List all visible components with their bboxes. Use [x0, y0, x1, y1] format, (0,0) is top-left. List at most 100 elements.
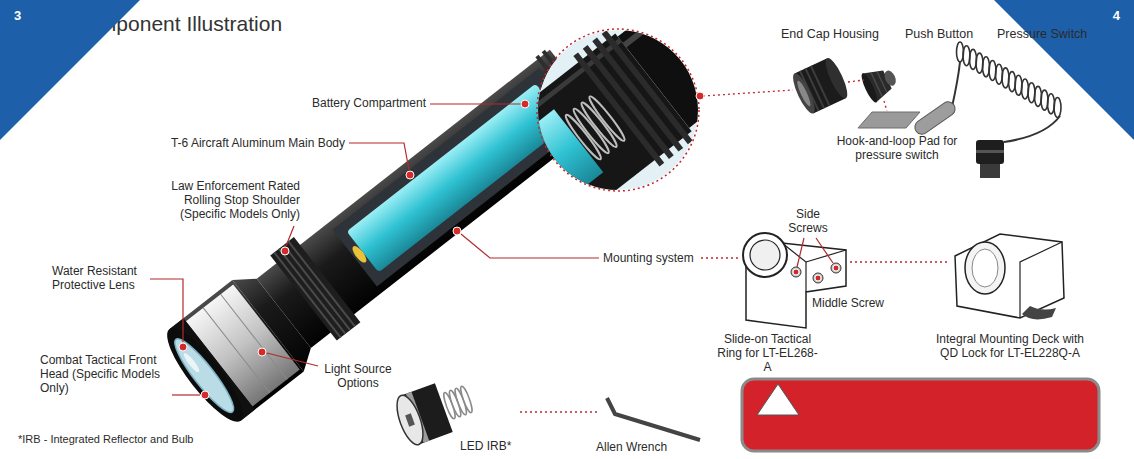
- part-label: Side Screws: [783, 207, 833, 235]
- part-label: Slide-on Tactical Ring for LT-EL268-A: [715, 332, 820, 374]
- callout-dot: [793, 269, 799, 275]
- leader-line: [286, 226, 294, 246]
- leader-line: [349, 143, 409, 170]
- callout-dot: [833, 265, 839, 271]
- middle-screw: [813, 273, 823, 283]
- leader-line: [150, 279, 183, 342]
- magnifier-outline: [537, 29, 699, 191]
- push-button-flange: [859, 72, 880, 104]
- part-label: Combat Tactical Front Head (Specific Mod…: [40, 353, 168, 395]
- leader-line: [172, 394, 200, 395]
- qd-lever: [1022, 306, 1056, 319]
- pressure-switch-pad: [912, 99, 958, 137]
- part-label: End Cap Housing: [781, 27, 896, 41]
- lens-glint: [182, 351, 202, 374]
- push-button-drawing: [859, 62, 902, 105]
- end-cap-housing-drawing: [789, 56, 851, 116]
- coiled-cable: [957, 42, 1062, 118]
- warning-box: [742, 379, 1099, 451]
- leader-line: [267, 353, 318, 366]
- deck-edge: [1020, 242, 1062, 318]
- switch-plug: [976, 140, 1004, 178]
- callout-dot: [258, 348, 266, 356]
- magnified-tail: [465, 0, 744, 251]
- page-number: 4: [994, 8, 1120, 23]
- page-number: 3: [14, 8, 140, 23]
- irb-spring: [459, 385, 474, 413]
- part-label: Mounting system: [603, 251, 703, 265]
- page-number-corner: 4: [994, 0, 1134, 140]
- part-label: Pressure Switch: [997, 27, 1097, 41]
- ring-collar: [743, 233, 787, 277]
- irb-led: [405, 413, 415, 426]
- deck-bore-inner: [972, 249, 998, 287]
- irb-lens: [392, 392, 429, 448]
- cap-highlight: [623, 6, 674, 48]
- leader-line: [816, 238, 833, 263]
- end-cap-opening: [795, 79, 812, 107]
- part-label: Light Source Options: [318, 362, 398, 390]
- dotted-link: [520, 411, 600, 412]
- mounting-deck-drawing: [955, 234, 1064, 319]
- hook-loop-pad: [858, 112, 920, 128]
- dotted-link: [703, 90, 793, 96]
- dotted-link: [848, 80, 864, 82]
- part-label: Hook-and-loop Pad for pressure switch: [822, 134, 972, 162]
- leader-line: [797, 238, 804, 267]
- warning-triangle: [757, 384, 799, 415]
- led-irb-drawing: [392, 374, 478, 448]
- dotted-link: [850, 261, 950, 262]
- part-label: LED IRB*: [460, 439, 530, 453]
- callout-dot: [815, 275, 821, 281]
- deck-body: [955, 234, 1064, 318]
- tail-cap: [618, 0, 737, 128]
- dotted-links: [520, 80, 950, 412]
- push-button-ridges: [871, 73, 882, 97]
- side-screw: [831, 263, 841, 273]
- battery-end: [483, 109, 603, 227]
- part-label: Battery Compartment: [296, 96, 426, 110]
- callout-dot: [201, 391, 209, 399]
- plug-tip: [980, 164, 1000, 178]
- page-number-corner: 3: [0, 0, 140, 140]
- end-cap-rim: [789, 71, 818, 116]
- plug-ring: [976, 150, 1004, 153]
- end-cap-threads: [811, 66, 830, 106]
- part-label: Middle Screw: [812, 296, 902, 310]
- callout-dot: [281, 247, 289, 255]
- push-button-ridges: [871, 70, 887, 96]
- side-screw: [791, 267, 801, 277]
- shoulder-ridges: [279, 249, 345, 334]
- deck-bore: [965, 242, 1005, 294]
- tail-detail: [465, 0, 744, 251]
- shoulder-ridges: [274, 241, 355, 337]
- switch-cable: [952, 62, 960, 107]
- callout-dot: [179, 343, 187, 351]
- part-label: Integral Mounting Deck with QD Lock for …: [935, 332, 1085, 360]
- callout-dot: [696, 92, 704, 100]
- part-label: Water Resistant Protective Lens: [52, 264, 147, 292]
- tactical-ring-drawing: [743, 233, 846, 328]
- front-face: [157, 319, 254, 430]
- irb-spring: [442, 385, 474, 420]
- tail-spring: [579, 100, 620, 149]
- plug-cable: [1004, 116, 1060, 142]
- callout-dot: [521, 100, 529, 108]
- leader-line: [461, 234, 599, 258]
- shoulder-ridges: [284, 245, 350, 330]
- part-label: *IRB - Integrated Reflector and Bulb: [18, 432, 278, 446]
- callout-dot: [453, 227, 461, 235]
- coiled-cable: [1054, 98, 1061, 118]
- rolling-stop-shoulder: [270, 237, 360, 341]
- tail-spring: [587, 94, 628, 143]
- part-label: Push Button: [905, 27, 985, 41]
- battery-contact: [350, 244, 369, 265]
- push-button-nub: [882, 69, 898, 88]
- leader-line: [430, 103, 521, 104]
- callout-dot: [406, 171, 414, 179]
- push-button-ridges: [877, 72, 886, 92]
- shoulder-ridges: [288, 241, 354, 326]
- tail-spring: [563, 113, 604, 162]
